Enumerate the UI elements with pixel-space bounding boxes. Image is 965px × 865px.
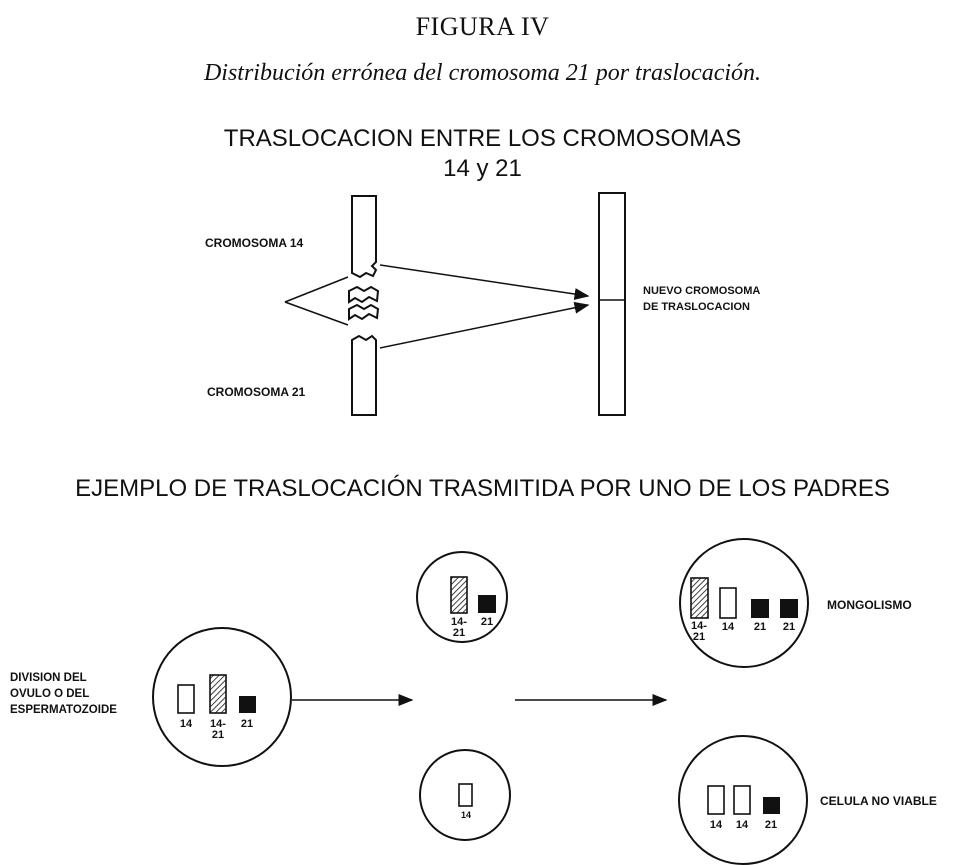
top-heading-line2: 14 y 21 — [443, 155, 522, 182]
result-top-cell — [679, 538, 809, 668]
parent-num-14-21: 14- 21 — [206, 719, 230, 741]
gamete-bottom-num-14: 14 — [460, 810, 471, 820]
parent-cell — [152, 627, 292, 767]
gamete-bottom-cell — [419, 749, 511, 841]
figure-title: FIGURA IV — [415, 12, 550, 41]
label-chromosome-14: CROMOSOMA 14 — [205, 236, 304, 250]
result-top-chromosome-14-21 — [690, 577, 709, 619]
fragment-upper — [348, 285, 380, 304]
result-top-chromosome-21a — [751, 599, 769, 618]
gamete-top-chromosome-14-21 — [450, 576, 468, 614]
arrow-21-to-new — [379, 301, 590, 349]
gamete-top-num-14-21: 14- 21 — [447, 617, 471, 639]
label-new-line2: DE TRASLOCACION — [643, 301, 750, 313]
gamete-top-num-14-21-a: 14- — [451, 616, 467, 628]
result-top-num-14-21: 14- 21 — [687, 621, 711, 643]
label-new-line1: NUEVO CROMOSOMA — [643, 285, 761, 297]
parent-num-14: 14 — [179, 718, 193, 730]
result-bottom-num-21: 21 — [764, 819, 778, 831]
parent-chromosome-14 — [177, 684, 195, 714]
arrow-14-to-new — [379, 264, 590, 300]
result-top-chromosome-14 — [719, 587, 737, 619]
result-bottom-cell — [678, 735, 808, 865]
gamete-top-num-21: 21 — [480, 616, 494, 628]
parent-label-line3: ESPERMATOZOIDE — [10, 704, 117, 716]
fragment-lower — [348, 303, 380, 321]
gamete-top-num-14-21-b: 21 — [452, 627, 466, 639]
result-bottom-chromosome-14b — [733, 785, 751, 815]
chromosome-14 — [351, 195, 378, 279]
label-mongolismo: MONGOLISMO — [827, 598, 912, 612]
parent-chromosome-14-21 — [209, 674, 227, 714]
gamete-top-chromosome-21 — [478, 595, 496, 613]
result-top-num-14: 14 — [721, 621, 735, 633]
result-bottom-chromosome-14a — [707, 785, 725, 815]
result-top-num-21a: 21 — [753, 621, 767, 633]
label-celula-no-viable: CELULA NO VIABLE — [820, 794, 937, 808]
gamete-top-cell — [416, 551, 508, 643]
result-top-num-21b: 21 — [782, 621, 796, 633]
pointer-line-lower — [284, 301, 349, 326]
chromosome-21 — [351, 334, 377, 416]
result-bottom-num-14a: 14 — [709, 819, 723, 831]
result-top-num-14-21-a: 14- — [691, 620, 707, 632]
bottom-diagram-heading: EJEMPLO DE TRASLOCACIÓN TRASMITIDA POR U… — [75, 475, 890, 502]
gamete-bottom-chromosome-14 — [458, 783, 473, 807]
parent-chromosome-21 — [239, 696, 256, 713]
pointer-line-upper — [284, 276, 349, 303]
result-bottom-num-14b: 14 — [735, 819, 749, 831]
parent-label-line1: DIVISION DEL — [10, 672, 87, 684]
top-heading-line1: TRASLOCACION ENTRE LOS CROMOSOMAS — [223, 125, 742, 152]
figure-subtitle: Distribución errónea del cromosoma 21 po… — [203, 60, 762, 86]
new-translocation-chromosome — [598, 192, 626, 416]
label-new-chromosome: NUEVO CROMOSOMA DE TRASLOCACION — [643, 283, 760, 315]
parent-num-14-21-a: 14- — [210, 718, 226, 730]
result-bottom-chromosome-21 — [763, 797, 780, 814]
result-top-num-14-21-b: 21 — [692, 631, 706, 643]
top-diagram-heading: TRASLOCACION ENTRE LOS CROMOSOMAS 14 y 2… — [0, 124, 965, 184]
label-chromosome-21: CROMOSOMA 21 — [207, 385, 306, 399]
parent-label: DIVISION DEL OVULO O DEL ESPERMATOZOIDE — [10, 670, 117, 718]
result-top-chromosome-21b — [780, 599, 798, 618]
parent-label-line2: OVULO O DEL — [10, 688, 90, 700]
parent-num-21: 21 — [240, 718, 254, 730]
parent-num-14-21-b: 21 — [211, 729, 225, 741]
